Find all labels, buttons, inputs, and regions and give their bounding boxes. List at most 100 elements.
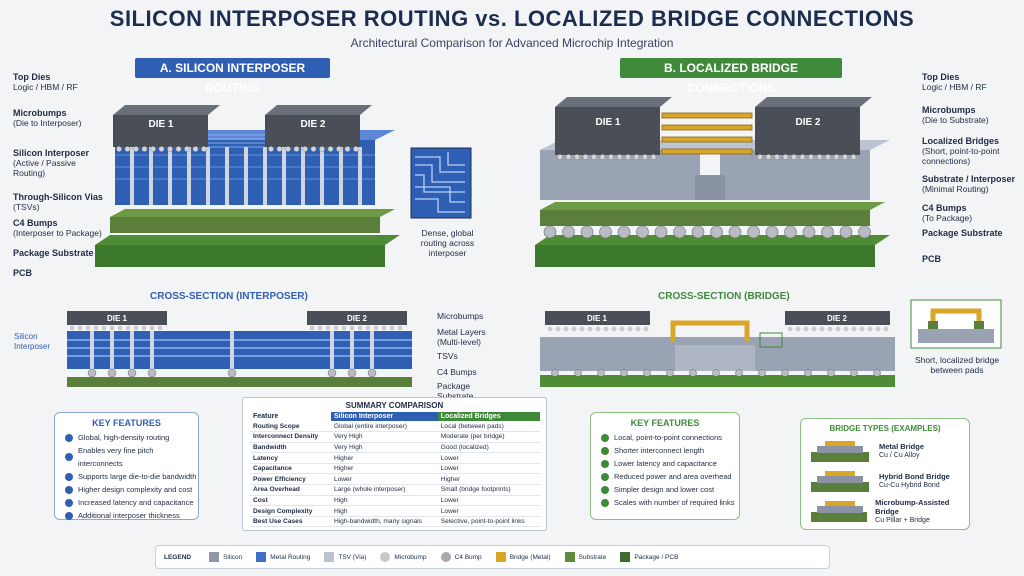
microbump	[635, 326, 641, 332]
legend-item: TSV (Via)	[324, 552, 366, 562]
feature-item: Simpler design and lower cost	[601, 483, 739, 496]
bridge-inset-caption: Short, localized bridge between pads	[914, 355, 1000, 375]
microbump	[373, 325, 379, 331]
microbump	[833, 154, 840, 160]
c4-bump	[147, 368, 157, 378]
microbump	[599, 154, 606, 160]
microbump	[787, 326, 793, 332]
c4-bump	[580, 225, 594, 239]
microbump	[117, 325, 123, 331]
microbump	[619, 326, 625, 332]
legend-item: Substrate	[564, 552, 606, 562]
tsv	[282, 147, 286, 205]
inset-caption: Dense, global routing across interposer	[420, 228, 475, 258]
microbump	[309, 325, 315, 331]
xs-bridge-die2: DIE 2	[827, 314, 848, 323]
feature-item: Higher design complexity and cost	[65, 483, 198, 496]
microbump	[859, 326, 865, 332]
interposer-3d-illustration: DIE 1 DIE 2	[95, 105, 400, 267]
c4-bump	[562, 225, 575, 239]
microbump	[397, 325, 403, 331]
label-localized-bridges: Localized Bridges(Short, point-to-point …	[922, 136, 1000, 166]
microbump	[883, 326, 889, 332]
legend-item: Metal Routing	[256, 552, 310, 562]
tsv	[263, 147, 267, 205]
tsv	[339, 147, 343, 205]
microbump	[101, 325, 107, 331]
microbump	[574, 154, 580, 160]
c4-bump	[850, 369, 858, 377]
tsv	[370, 331, 374, 369]
microbump	[158, 146, 165, 152]
legend-item: Package / PCB	[620, 552, 678, 562]
c4-bump	[821, 225, 834, 239]
bridge-types-title: BRIDGE TYPES (EXAMPLES)	[829, 424, 941, 433]
tsv	[350, 331, 354, 369]
check-icon	[601, 459, 609, 468]
xs-label-c4: C4 Bumps	[437, 367, 477, 377]
c4-bump	[107, 368, 117, 378]
tsv	[130, 147, 134, 205]
bridge-type-icon	[811, 441, 869, 462]
microbump	[579, 326, 585, 332]
microbump	[381, 325, 387, 331]
microbump	[565, 154, 572, 160]
microbump	[799, 154, 806, 160]
xs-label-substrate: Package Substrate	[437, 381, 474, 401]
col-interposer: Silicon Interposer	[330, 412, 438, 421]
c4-bump	[574, 369, 582, 377]
microbump	[825, 154, 831, 160]
legend-item: C4 Bump	[440, 552, 482, 562]
microbump	[563, 326, 569, 332]
microbump	[310, 146, 317, 152]
c4-bump	[784, 225, 797, 239]
check-icon	[65, 498, 73, 507]
feature-item: Enables very fine pitch interconnects	[65, 444, 198, 470]
legend-item: Microbump	[380, 552, 427, 562]
label-substrate-interposer: Substrate / Interposer(Minimal Routing)	[922, 174, 1016, 194]
microbump	[603, 326, 609, 332]
microbump	[811, 326, 817, 332]
c4-bump	[689, 369, 697, 377]
summary-card: SUMMARY COMPARISON Feature Silicon Inter…	[242, 397, 547, 531]
interposer-heading: A. SILICON INTERPOSER ROUTING	[135, 58, 330, 95]
c4-bump	[839, 225, 853, 239]
routing-inset	[410, 147, 472, 219]
check-icon	[65, 511, 73, 520]
c4-bump	[636, 225, 649, 239]
bridge-features-title: KEY FEATURES	[630, 418, 700, 428]
feature-item: Local, point-to-point connections	[601, 431, 739, 444]
label-tsv: Through-Silicon Vias(TSVs)	[13, 192, 103, 212]
c4-bump	[643, 369, 651, 377]
c4-bump	[127, 368, 137, 378]
microbump	[349, 325, 355, 331]
microbump	[843, 326, 849, 332]
microbump	[627, 326, 633, 332]
c4-bump	[735, 369, 743, 377]
microbump	[85, 325, 91, 331]
page-subtitle: Architectural Comparison for Advanced Mi…	[350, 36, 674, 50]
c4-bump	[327, 368, 337, 378]
microbump	[141, 146, 148, 152]
microbump	[650, 154, 657, 160]
microbump	[175, 146, 182, 152]
summary-table: Feature Silicon Interposer Localized Bri…	[250, 412, 540, 528]
xs-label-tsvs: TSVs	[437, 351, 458, 361]
microbump	[201, 146, 207, 152]
microbump	[167, 146, 173, 152]
microbump	[757, 154, 763, 160]
tsv	[230, 331, 234, 369]
bridge-xs-title: CROSS-SECTION (BRIDGE)	[658, 291, 790, 302]
microbump	[547, 326, 553, 332]
bridge-type-icon	[811, 501, 868, 522]
microbump	[867, 326, 873, 332]
microbump	[93, 325, 99, 331]
